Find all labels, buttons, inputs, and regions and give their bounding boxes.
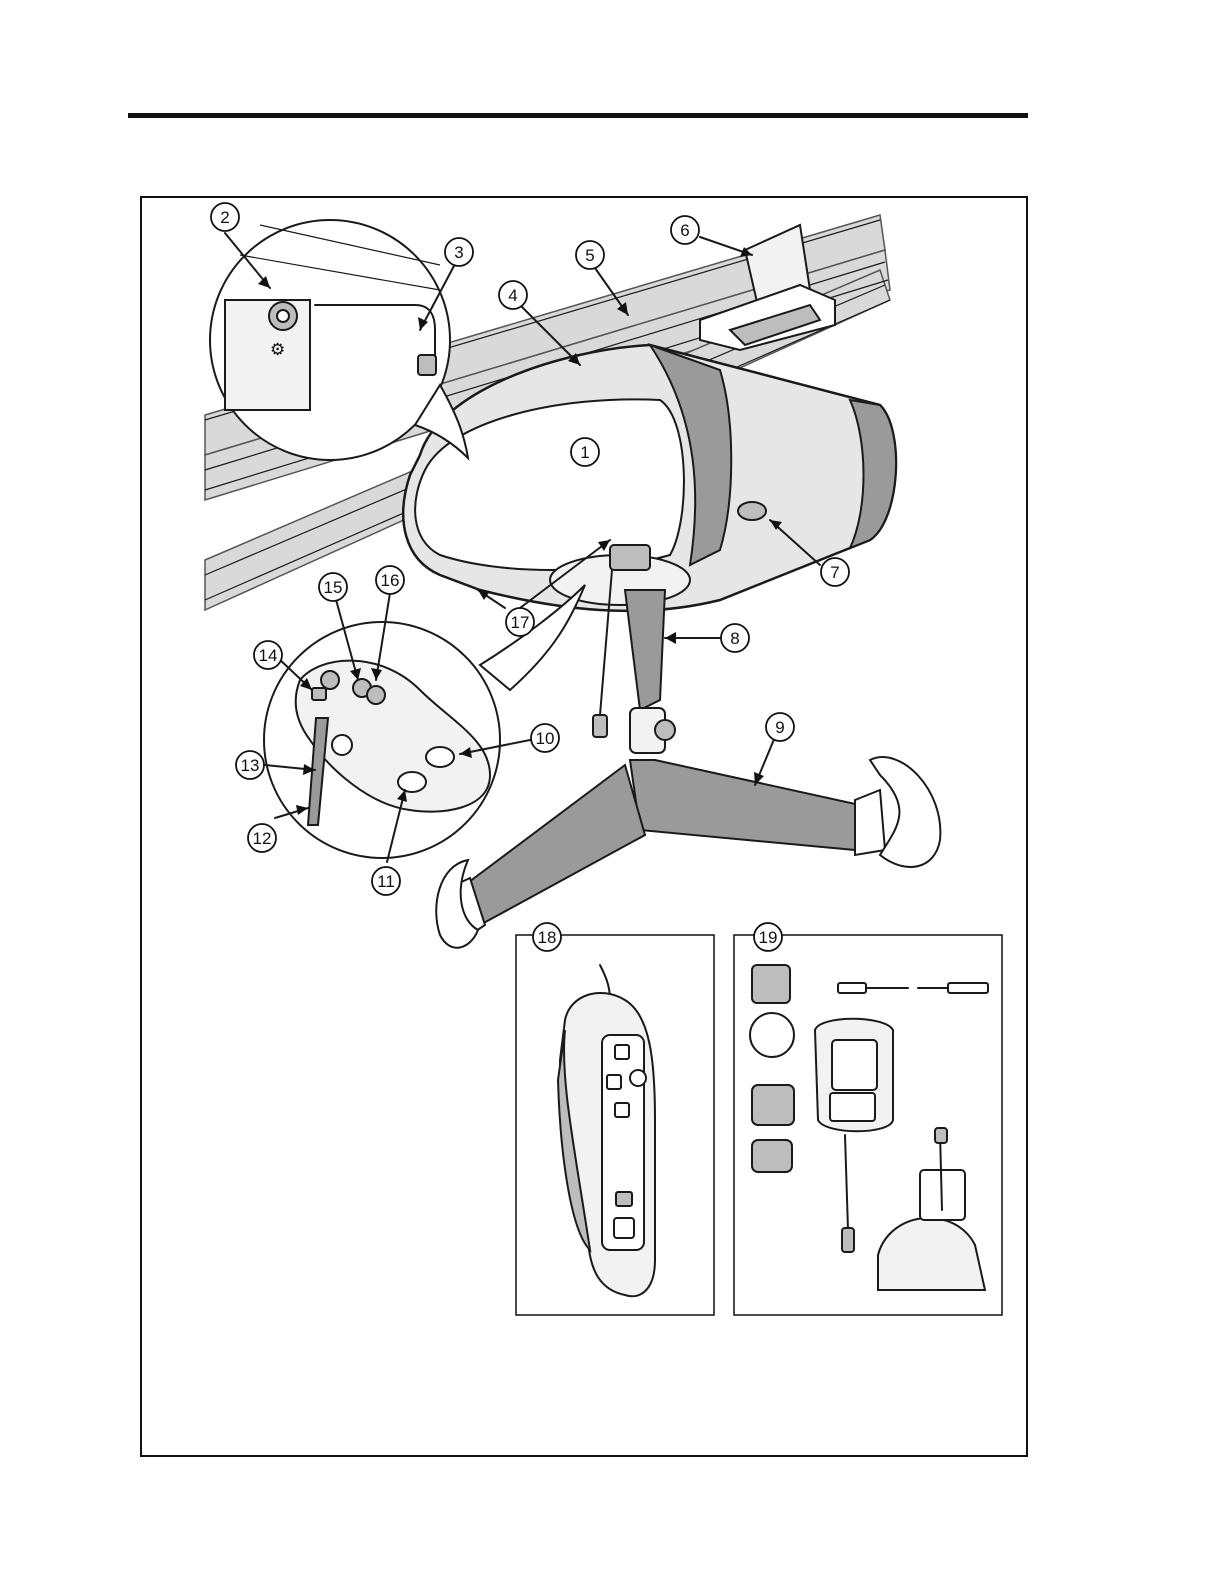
callout-19-label: 19 [759,928,778,947]
charger-kit-panel [734,935,1002,1315]
callout-9: 9 [766,713,794,741]
callout-13: 13 [236,751,264,779]
callout-5-label: 5 [585,246,594,265]
callout-15: 15 [319,573,347,601]
callout-10-label: 10 [536,729,555,748]
callout-19: 19 [754,923,782,951]
callout-16-label: 16 [381,571,400,590]
callout-17: 17 [506,608,534,636]
callout-14-label: 14 [259,646,278,665]
callout-2: 2 [211,203,239,231]
callout-14: 14 [254,641,282,669]
callout-18: 18 [533,923,561,951]
callout-13-label: 13 [241,756,260,775]
callout-4-label: 4 [508,286,517,305]
callout-9-label: 9 [775,718,784,737]
callout-16: 16 [376,566,404,594]
callout-17-label: 17 [511,613,530,632]
callout-11-label: 11 [377,872,395,891]
callout-3: 3 [445,238,473,266]
callout-1: 1 [571,438,599,466]
callout-8: 8 [721,624,749,652]
lifting-strap [625,590,675,753]
callout-1-label: 1 [580,443,589,462]
callout-5: 5 [576,241,604,269]
callout-6: 6 [671,216,699,244]
hand-control-panel [516,935,714,1315]
spreader-bar [436,757,940,948]
callout-15-label: 15 [324,578,343,597]
callout-7-label: 7 [830,563,839,582]
callout-4: 4 [499,281,527,309]
callout-18-label: 18 [538,928,557,947]
callout-12: 12 [248,824,276,852]
callout-12-label: 12 [253,829,272,848]
callout-8-label: 8 [730,629,739,648]
callout-11: 11 [372,867,400,895]
callout-2-label: 2 [220,208,229,227]
rail-detail-magnifier: ⚙ [210,220,468,460]
callout-6-label: 6 [680,221,689,240]
lowering-symbol-icon: ⚙ [270,340,285,359]
callout-10: 10 [531,724,559,752]
header-rule [128,113,1028,118]
control-panel-magnifier [264,585,585,858]
callout-3-label: 3 [454,243,463,262]
callout-7: 7 [821,558,849,586]
